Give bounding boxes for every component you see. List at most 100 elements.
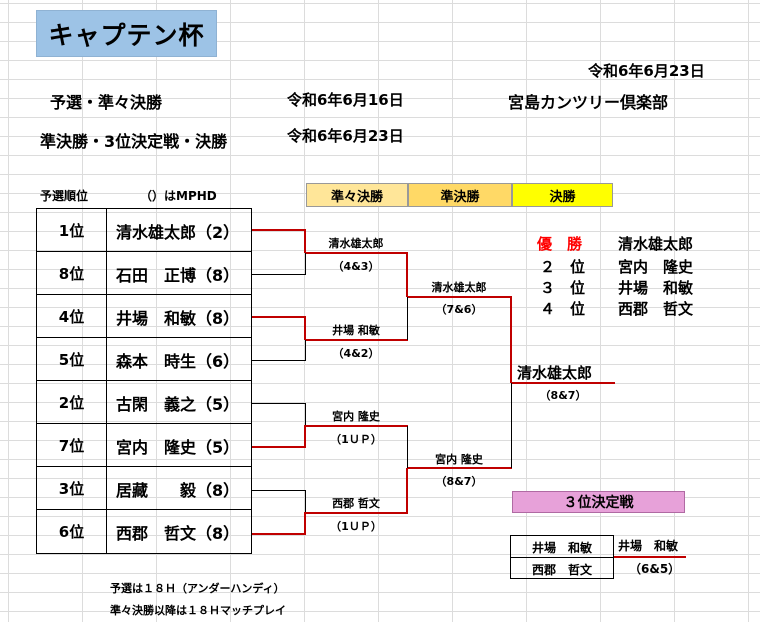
bracket-line [306, 252, 408, 254]
seed-name: 石田 正博（8） [116, 265, 240, 285]
bracket-line [252, 490, 306, 491]
bracket-line [305, 340, 306, 361]
bracket-line [306, 512, 408, 514]
result-name: 西郡 哲文 [618, 300, 694, 318]
qf1-winner: 清水雄太郎 [328, 237, 384, 250]
seed-name: 森本 時生（6） [116, 351, 240, 371]
sf2-score: （8&7） [435, 475, 483, 488]
qf4-winner: 西郡 哲文 [332, 497, 380, 510]
bracket-line [252, 229, 306, 231]
bracket-line [252, 533, 306, 535]
bracket-line [305, 253, 306, 275]
bracket-line [614, 556, 686, 558]
bracket-line [407, 426, 408, 468]
result-name: 井場 和敏 [618, 279, 694, 297]
seed-rank-header: 予選順位 [40, 189, 89, 203]
note-1: 予選は１８Ｈ（アンダーハンディ） [110, 582, 285, 595]
seed-row: 3位 居藏 毅（8） [37, 467, 251, 510]
seed-row: 6位 西郡 哲文（8） [37, 510, 251, 553]
result-name: 清水雄太郎 [618, 235, 694, 253]
table-divider [37, 251, 251, 252]
bracket-line [512, 382, 615, 384]
seed-row: 7位 宮内 隆史（5） [37, 424, 251, 467]
qf3-score: （1ＵＰ） [330, 433, 382, 446]
bracket-line [252, 360, 306, 361]
venue: 宮島カンツリー倶楽部 [508, 93, 669, 112]
table-divider [511, 557, 613, 558]
seed-row: 2位 古閑 義之（5） [37, 381, 251, 424]
seed-note-header: （）はMPHD [140, 189, 217, 203]
bracket-line [252, 274, 306, 275]
third-place-title: ３位決定戦 [512, 491, 685, 513]
qf2-winner: 井場 和敏 [332, 324, 380, 337]
third-place-player: 井場 和敏 [531, 540, 592, 555]
result-name: 宮内 隆史 [618, 258, 694, 276]
bracket-line [511, 383, 512, 468]
bracket-line [305, 490, 306, 513]
bracket-line [510, 297, 512, 383]
seed-row: 5位 森本 時生（6） [37, 338, 251, 381]
seed-rank: 3位 [37, 467, 107, 510]
bracket-line [304, 512, 306, 535]
result-place: 優 勝 [537, 235, 583, 253]
bracket-line [304, 425, 306, 448]
third-place-table: 井場 和敏 西郡 哲文 [510, 535, 614, 579]
page-title: キャプテン杯 [36, 10, 217, 57]
seed-rank: 6位 [37, 510, 107, 553]
bracket-line [306, 425, 408, 427]
round-header-final: 決勝 [512, 183, 613, 207]
third-place-winner: 井場 和敏 [618, 539, 679, 553]
sf1-winner: 清水雄太郎 [431, 281, 487, 294]
document-date: 令和6年6月23日 [588, 62, 705, 80]
qf2-score: （4&2） [332, 347, 380, 360]
bracket-line [252, 446, 306, 448]
result-place: ３ 位 [540, 279, 586, 297]
seed-name: 清水雄太郎（2） [116, 222, 240, 242]
seed-rank: 1位 [37, 209, 107, 252]
seed-row: 4位 井場 和敏（8） [37, 295, 251, 338]
bracket-line [406, 468, 408, 513]
bracket-line [252, 316, 306, 318]
qf4-score: （1ＵＰ） [330, 520, 382, 533]
seed-rank: 8位 [37, 252, 107, 295]
qf1-score: （4&3） [332, 260, 380, 273]
seed-rank: 4位 [37, 295, 107, 338]
seed-rank: 7位 [37, 424, 107, 467]
table-divider [37, 509, 251, 510]
bracket-line [408, 467, 512, 469]
seed-row: 1位 清水雄太郎（2） [37, 209, 251, 252]
seed-name: 居藏 毅（8） [116, 480, 240, 500]
seed-name: 宮内 隆史（5） [116, 437, 240, 457]
seed-name: 西郡 哲文（8） [116, 523, 240, 543]
bracket-line [406, 252, 408, 297]
seed-row: 8位 石田 正博（8） [37, 252, 251, 295]
round-header-semifinal: 準決勝 [408, 183, 512, 207]
final-winner: 清水雄太郎 [517, 364, 593, 382]
bracket-line [252, 403, 306, 404]
table-divider [37, 337, 251, 338]
bracket-line [304, 316, 306, 340]
seed-name: 井場 和敏（8） [116, 308, 240, 328]
qf3-winner: 宮内 隆史 [332, 410, 380, 423]
schedule-date-2: 令和6年6月23日 [287, 127, 404, 145]
schedule-date-1: 令和6年6月16日 [287, 91, 404, 109]
final-score: （8&7） [539, 389, 587, 402]
table-divider [37, 466, 251, 467]
seed-rank: 5位 [37, 338, 107, 381]
bracket-line [305, 403, 306, 426]
sf1-score: （7&6） [435, 303, 483, 316]
table-divider [37, 294, 251, 295]
round-header-quarterfinal: 準々決勝 [306, 183, 408, 207]
schedule-label-1: 予選・準々決勝 [50, 93, 163, 112]
note-2: 準々決勝以降は１８Ｈマッチプレイ [110, 604, 286, 617]
third-place-player: 西郡 哲文 [531, 562, 592, 577]
sf2-winner: 宮内 隆史 [435, 453, 483, 466]
schedule-label-2: 準決勝・3位決定戦・決勝 [40, 132, 228, 151]
bracket-line [407, 297, 408, 340]
bracket-line [408, 296, 512, 298]
table-divider [37, 380, 251, 381]
seed-table: 1位 清水雄太郎（2） 8位 石田 正博（8） 4位 井場 和敏（8） 5位 森… [36, 208, 252, 554]
bracket-line [304, 229, 306, 253]
bracket-line [306, 339, 408, 341]
seed-rank: 2位 [37, 381, 107, 424]
